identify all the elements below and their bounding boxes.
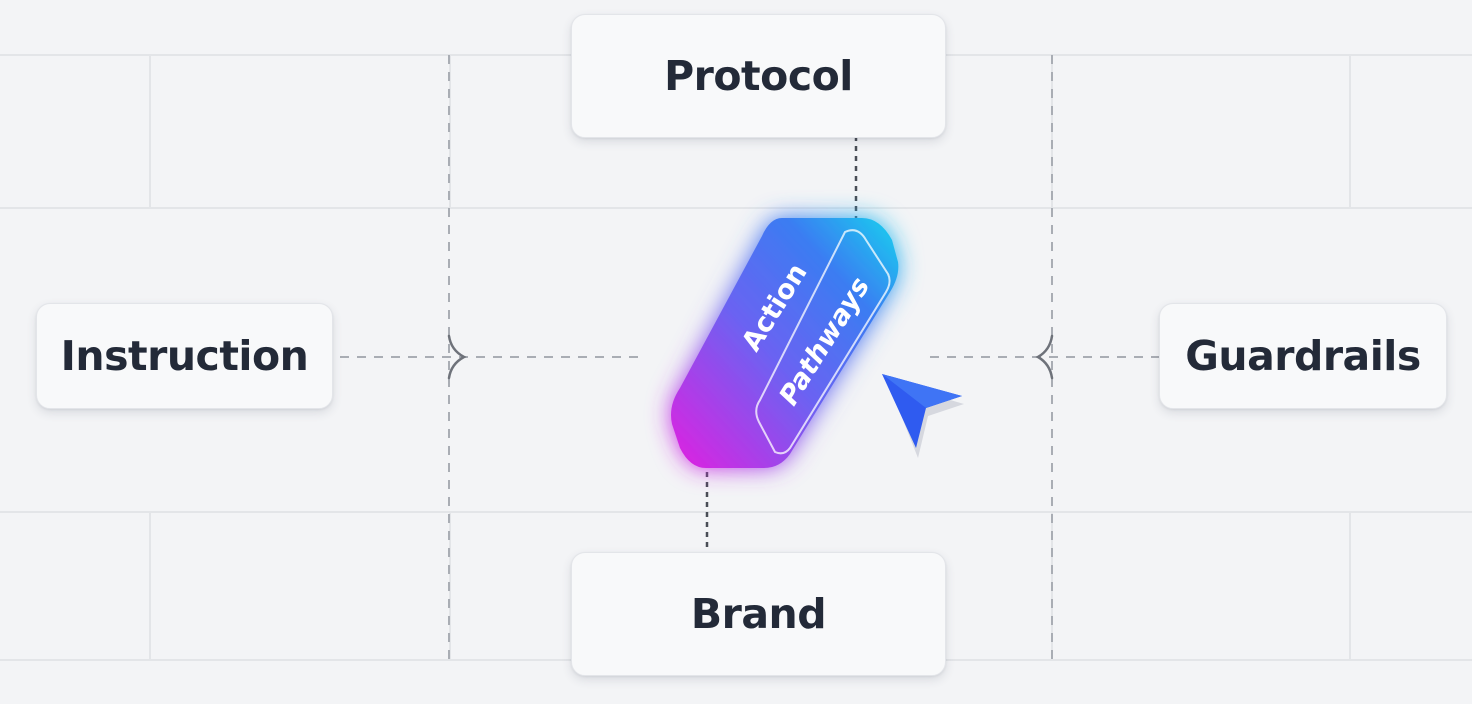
- node-instruction: Instruction: [36, 303, 333, 409]
- pointer-cursor-icon: [882, 374, 964, 458]
- node-guardrails: Guardrails: [1159, 303, 1447, 409]
- prism-body: [671, 218, 899, 468]
- node-protocol: Protocol: [571, 14, 946, 138]
- junction-brace-left: [447, 334, 467, 380]
- prism-inner-outline: [755, 229, 891, 455]
- junction-brace-right: [1035, 334, 1054, 380]
- node-brand: Brand: [571, 552, 946, 676]
